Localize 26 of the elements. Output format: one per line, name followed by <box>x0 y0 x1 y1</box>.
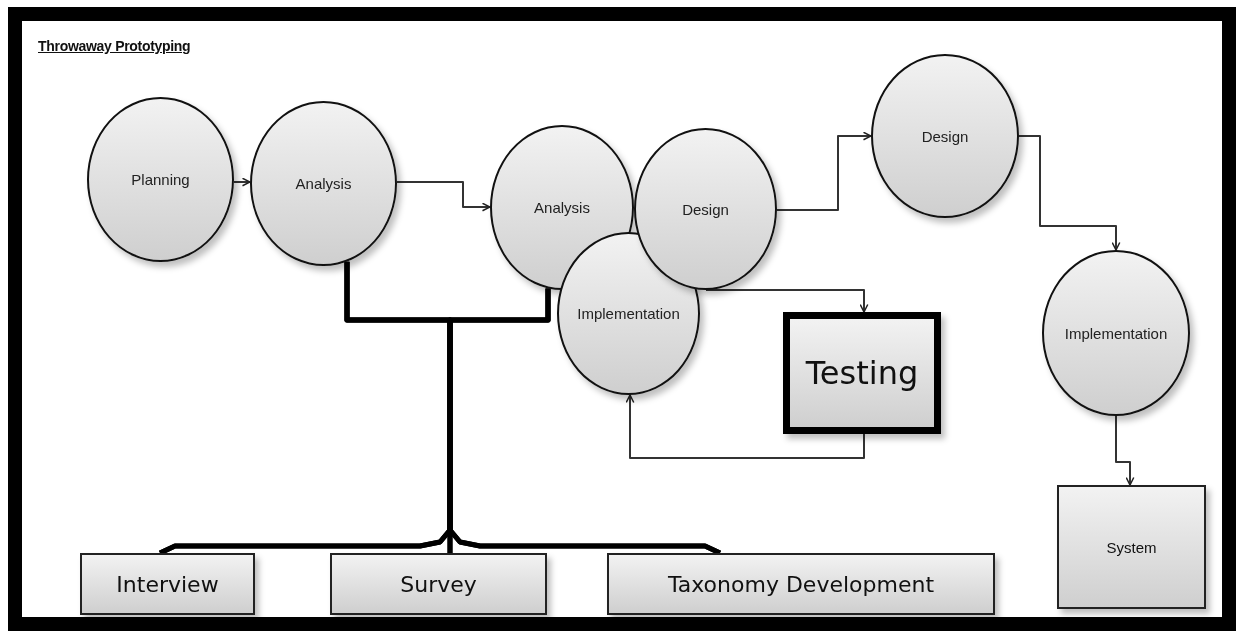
process-box <box>1057 485 1206 609</box>
arrow <box>776 131 872 211</box>
process-box <box>783 312 941 434</box>
node-label: Survey <box>400 571 477 597</box>
node-label: Testing <box>805 354 919 392</box>
arrow <box>1115 415 1135 486</box>
process-box <box>607 553 995 615</box>
process-box <box>80 553 255 615</box>
arrow <box>396 181 491 212</box>
node-label: Taxonomy Development <box>668 571 934 597</box>
node-label: Analysis <box>534 199 590 216</box>
node-label: Design <box>921 127 969 145</box>
arrow <box>232 177 251 187</box>
arrow <box>625 394 865 459</box>
node-label: Analysis <box>295 175 352 192</box>
node-label: Design <box>682 200 729 218</box>
node-label: Interview <box>116 571 219 597</box>
process-box <box>330 553 547 615</box>
node-label: Implementation <box>1064 324 1168 342</box>
node-label: Implementation <box>577 305 680 322</box>
arrow <box>705 289 869 313</box>
diagram-title: Throwaway Prototyping <box>38 38 191 54</box>
bracket-connector <box>447 288 722 556</box>
node-label: System <box>1106 538 1157 556</box>
node-label: Planning <box>131 171 190 188</box>
arrow <box>1018 135 1121 251</box>
